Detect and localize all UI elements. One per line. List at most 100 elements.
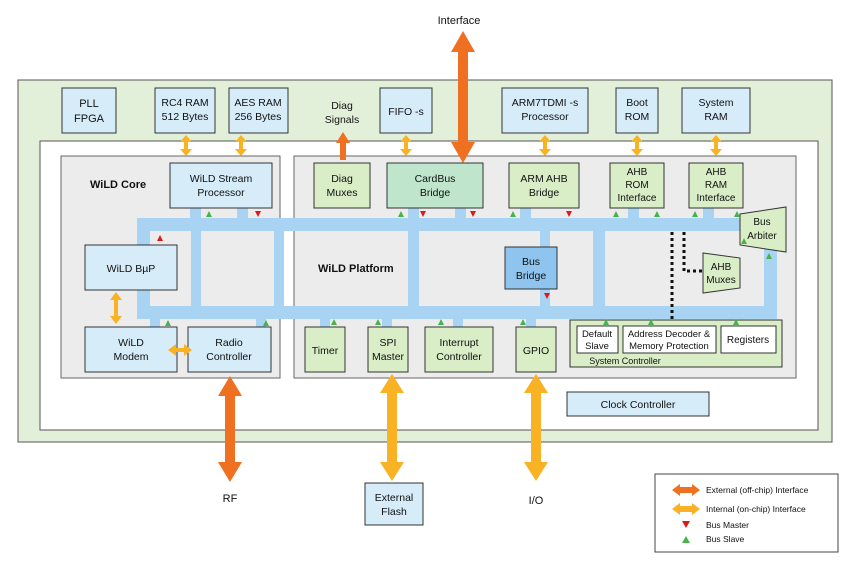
interrupt-label-1: Interrupt [439,337,478,349]
address-decoder-label-2: Memory Protection [629,341,709,352]
arm-ahb-label-1: ARM AHB [520,173,567,185]
ahb-muxes-label-1: AHB [711,262,732,273]
ahb-rom-label-1: AHB [627,167,648,178]
pll-fpga-block [61,87,117,134]
bus-network [137,208,777,328]
clock-controller-block [566,391,710,417]
radio-controller-label-2: Controller [206,351,252,363]
diag-signals-label-1: Diag [331,100,353,112]
top-internal-arrows [180,135,722,156]
bus-master-markers [157,211,572,299]
cardbus-bridge-block [386,162,484,209]
diag-muxes-block [313,162,371,209]
external-flash-label-1: External [375,492,414,504]
arm7-label-1: ARM7TDMI -s [512,97,579,109]
registers-block [720,325,777,354]
rf-label: RF [223,493,238,505]
address-decoder-label-1: Address Decoder & [628,329,711,340]
radio-controller-label-1: Radio [215,337,243,349]
interrupt-label-2: Controller [436,351,482,363]
external-flash-block [364,482,424,526]
wild-platform-title: WiLD Platform [318,263,394,275]
legend-bus-slave-marker [682,536,690,543]
ahb-muxes-label-2: Muxes [706,275,735,286]
default-slave-label-2: Slave [585,341,609,352]
spi-label-1: SPI [380,337,397,349]
stream-processor-label-2: Processor [197,187,245,199]
bus-bridge-label-1: Bus [522,256,540,268]
wild-bup-block [84,244,178,291]
bus-arbiter-label-2: Arbiter [747,231,777,242]
legend-internal-label: Internal (on-chip) Interface [706,504,806,514]
fifo-label: FIFO -s [388,106,424,118]
bus-slave-markers [165,211,772,326]
bus-arbiter-block [739,206,787,253]
aes-ram-label-2: 256 Bytes [235,111,282,123]
system-controller-label: System Controller [589,356,661,366]
cardbus-label-2: Bridge [420,187,451,199]
rc4-ram-label-2: 512 Bytes [162,111,209,123]
clock-controller-label: Clock Controller [601,399,676,411]
boot-rom-block [615,87,659,134]
wild-bup-label: WiLD BµP [107,263,156,275]
wild-modem-block [84,326,178,373]
ahb-muxes-block [702,252,741,294]
ahb-rom-interface-block [609,162,665,209]
bus-bridge-block [504,246,558,290]
wild-modem-label-1: WiLD [118,337,144,349]
rc4-ram-block [154,87,216,134]
wild-stream-processor-block [169,162,273,209]
timer-label: Timer [312,345,339,357]
legend-internal-arrow [672,503,700,515]
spi-flash-arrow [380,374,404,481]
ahb-ram-label-3: Interface [697,193,736,204]
legend-bus-master-marker [682,521,690,528]
default-slave-label-1: Default [582,329,612,340]
bus-bridge-label-2: Bridge [516,270,547,282]
registers-label: Registers [727,335,769,346]
boot-rom-label-1: Boot [626,97,648,109]
ahb-rom-label-3: Interface [618,193,657,204]
interface-external-arrow [451,31,475,163]
system-ram-label-1: System [698,97,733,109]
address-decoder-block [622,325,717,354]
interrupt-controller-block [424,326,494,373]
ahb-mux-dotted-line [682,232,703,273]
arm7-label-2: Processor [521,111,569,123]
system-ram-label-2: RAM [704,111,727,123]
radio-controller-block [187,326,272,373]
default-slave-block [576,325,619,354]
wild-core-title: WiLD Core [90,179,146,191]
external-flash-label-2: Flash [381,506,407,518]
interface-label: Interface [438,15,481,27]
ahb-ram-label-2: RAM [705,180,727,191]
arm7-block [501,87,589,134]
arm-ahb-bridge-block [508,162,580,209]
spi-label-2: Master [372,351,405,363]
gpio-label: GPIO [523,345,549,357]
bup-modem-arrow [110,292,122,324]
timer-block [304,326,346,373]
arm-ahb-label-2: Bridge [529,187,560,199]
legend-bus-master-label: Bus Master [706,520,749,530]
diag-signals-label-2: Signals [325,114,359,126]
legend-external-arrow [672,484,700,496]
fifo-block [379,87,433,134]
boot-rom-label-2: ROM [625,111,650,123]
gpio-io-arrow [524,374,548,481]
cardbus-label-1: CardBus [415,173,456,185]
aes-ram-label-1: AES RAM [234,97,281,109]
rf-external-arrow [218,376,242,482]
legend-bus-slave-label: Bus Slave [706,534,745,544]
ahb-rom-label-2: ROM [625,180,648,191]
diag-muxes-label-1: Diag [331,173,353,185]
aes-ram-block [228,87,289,134]
pll-fpga-label-2: FPGA [74,113,105,125]
diag-signals-arrow [336,132,350,160]
rc4-ram-label-1: RC4 RAM [161,97,208,109]
diag-muxes-label-2: Muxes [327,187,358,199]
gpio-block [515,326,557,373]
stream-processor-label-1: WiLD Stream [190,173,253,185]
legend-external-label: External (off-chip) Interface [706,485,809,495]
